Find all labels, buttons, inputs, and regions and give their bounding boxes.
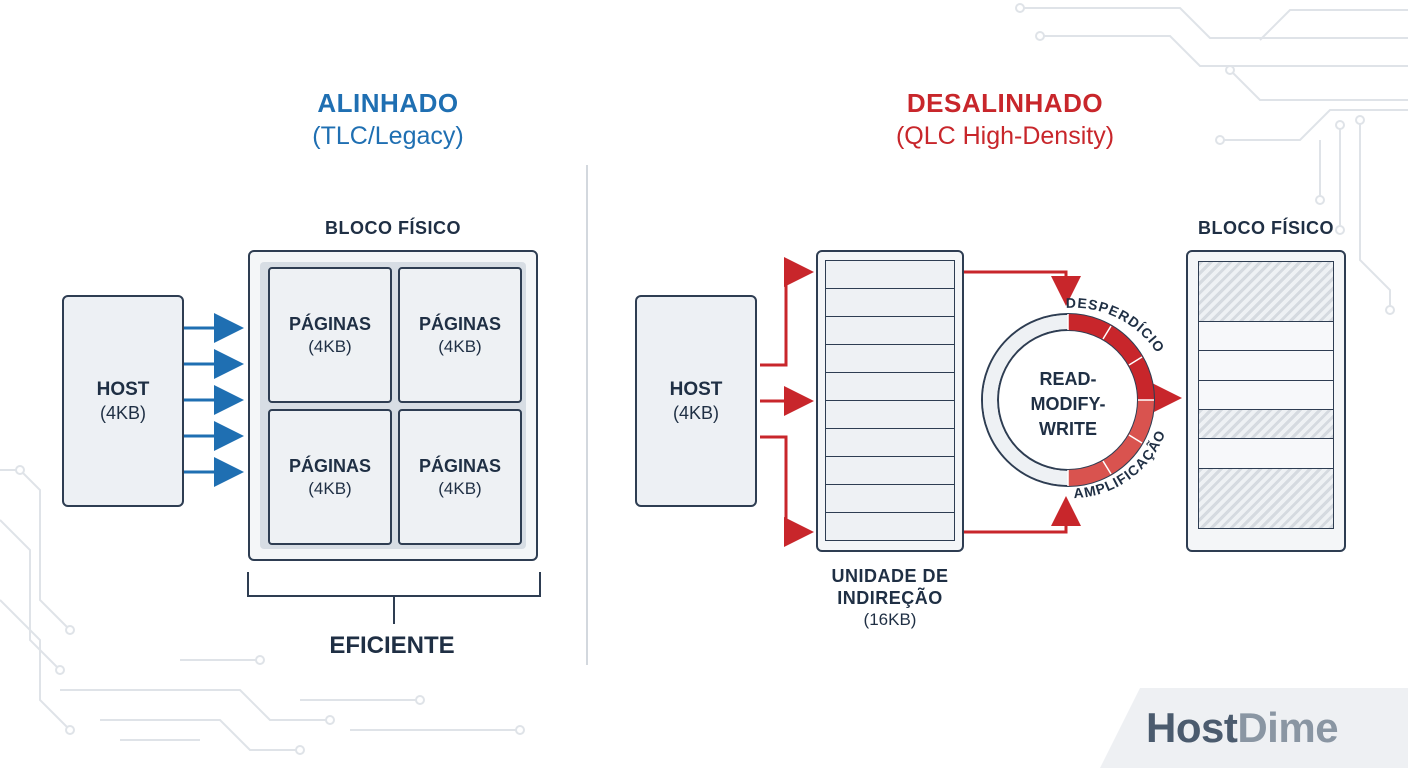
- arrow-right-icon: [760, 435, 814, 547]
- host-size: (4KB): [672, 402, 719, 423]
- section-divider: [586, 165, 588, 665]
- host-label: HOST: [669, 378, 723, 400]
- right-subtitle: (QLC High-Density): [895, 122, 1115, 150]
- logo-backdrop: [1100, 688, 1408, 768]
- left-subtitle: (TLC/Legacy): [312, 122, 464, 150]
- hostdime-logo: HostDime: [1146, 704, 1339, 751]
- block-row: [1198, 438, 1334, 470]
- right-host-box: HOST (4KB): [635, 295, 757, 507]
- rmw-ring: DESPERDÍCIO AMPLIFICAÇÃO: [981, 295, 1167, 501]
- indirection-row: [825, 315, 955, 345]
- indirection-row: [825, 427, 955, 457]
- arrow-right-icon: [958, 270, 1081, 306]
- block-row: [1198, 379, 1334, 411]
- efficiency-bracket: [247, 572, 541, 624]
- arrow-right-icon: [958, 496, 1081, 534]
- indirection-row: [825, 511, 955, 541]
- indirection-label: UNIDADE DE INDIREÇÃO (16KB): [831, 566, 949, 629]
- indirection-row: [825, 399, 955, 429]
- host-label: HOST: [96, 378, 150, 400]
- block-row: [1198, 350, 1334, 382]
- result-label: EFICIENTE: [329, 632, 455, 659]
- page-cell: PÁGINAS(4KB): [398, 409, 522, 545]
- left-title: ALINHADO: [317, 88, 459, 118]
- page-cell: PÁGINAS(4KB): [398, 267, 522, 403]
- right-physical-block: [1186, 250, 1346, 552]
- page-cell: PÁGINAS(4KB): [268, 409, 392, 545]
- indirection-row: [825, 259, 955, 289]
- arrow-right-icon: [760, 257, 814, 367]
- page-cell: PÁGINAS(4KB): [268, 267, 392, 403]
- rmw-label: READ- MODIFY- WRITE: [1030, 369, 1106, 439]
- hatched-block-row: [1198, 467, 1334, 530]
- right-title: DESALINHADO: [906, 88, 1104, 118]
- indirection-row: [825, 455, 955, 485]
- indirection-row: [825, 287, 955, 317]
- hatched-block-row: [1198, 260, 1334, 323]
- indirection-row: [825, 371, 955, 401]
- left-host-box: HOST (4KB): [62, 295, 184, 507]
- right-block-label: BLOCO FÍSICO: [1198, 218, 1334, 238]
- block-row: [1198, 320, 1334, 352]
- hatched-block-row: [1198, 408, 1334, 440]
- indirection-unit: [816, 250, 964, 552]
- left-block-label: BLOCO FÍSICO: [325, 218, 461, 238]
- left-physical-block: PÁGINAS(4KB) PÁGINAS(4KB) PÁGINAS(4KB) P…: [248, 250, 538, 561]
- indirection-row: [825, 343, 955, 373]
- left-arrows: [184, 313, 244, 487]
- indirection-row: [825, 483, 955, 513]
- host-size: (4KB): [99, 402, 146, 423]
